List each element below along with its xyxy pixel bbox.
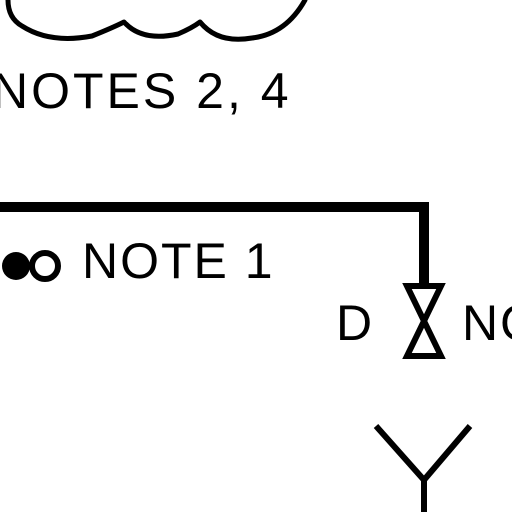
- process-line: [0, 202, 429, 285]
- no-partial-label: NO: [462, 295, 512, 351]
- filled-dot-icon: [2, 252, 30, 280]
- d-label: D: [336, 295, 372, 351]
- open-circle-icon: [29, 250, 61, 282]
- y-branch-icon: [373, 424, 473, 512]
- valve-icon: [402, 283, 446, 359]
- notes-2-4-label: NOTES 2, 4: [0, 63, 292, 119]
- note-1-label: NOTE 1: [82, 233, 275, 289]
- revision-cloud-icon: [5, 0, 308, 42]
